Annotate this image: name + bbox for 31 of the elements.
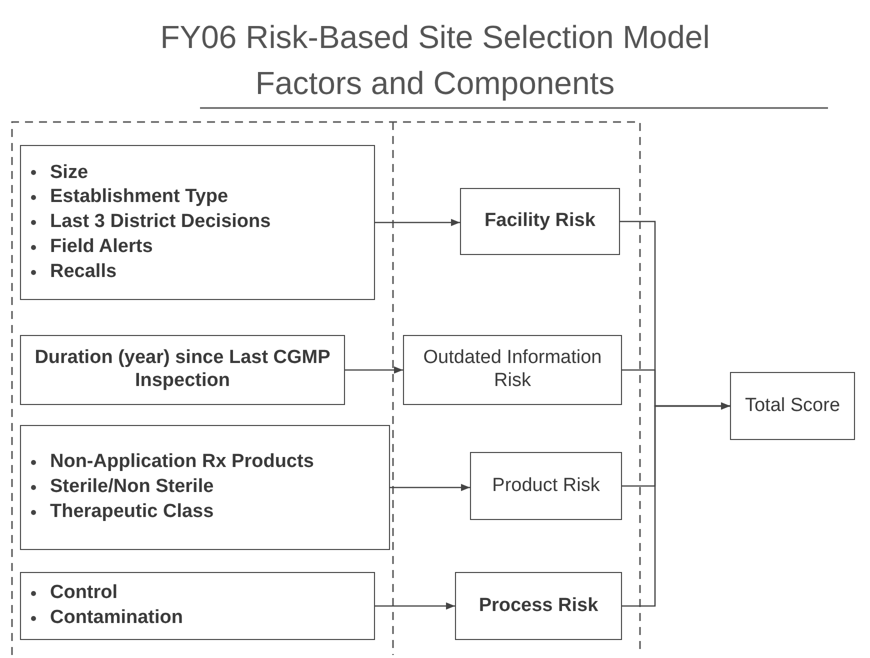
arrow xyxy=(375,218,460,226)
component-box xyxy=(20,335,345,405)
bullet-item: Non-Application Rx Products xyxy=(50,451,314,474)
bullet-item: Contamination xyxy=(50,607,183,630)
box-text: Duration (year) since Last CGMP Inspection xyxy=(34,347,332,393)
factor-box xyxy=(20,145,375,300)
box-text: Process Risk xyxy=(478,594,598,618)
bullet-item: Sterile/Non Sterile xyxy=(50,476,214,499)
box-text: Facility Risk xyxy=(484,210,596,233)
box-text: Outdated Information Risk xyxy=(422,347,603,393)
bullet-item: Recalls xyxy=(50,260,117,284)
box-text: Product Risk xyxy=(492,474,600,498)
bullet-item: Control xyxy=(50,582,118,605)
arrow xyxy=(622,402,730,607)
component-box xyxy=(455,572,622,640)
arrow xyxy=(345,366,403,374)
bullet-item: Size xyxy=(50,162,88,184)
component-box xyxy=(403,335,622,405)
factor-box xyxy=(20,572,375,640)
factor-box xyxy=(20,425,390,550)
box-text: Total Score xyxy=(744,394,840,418)
arrow xyxy=(390,484,470,492)
arrow xyxy=(375,602,455,610)
bullet-item: Field Alerts xyxy=(50,236,153,259)
bullet-item: Establishment Type xyxy=(50,186,228,210)
bullet-item: Therapeutic Class xyxy=(50,500,214,524)
component-box xyxy=(460,188,620,255)
title: FY06 Risk-Based Site Selection Model Factors and Components xyxy=(159,18,711,103)
component-box xyxy=(470,452,622,520)
component-box xyxy=(730,372,855,440)
bullet-item: Last 3 District Decisions xyxy=(50,211,271,234)
